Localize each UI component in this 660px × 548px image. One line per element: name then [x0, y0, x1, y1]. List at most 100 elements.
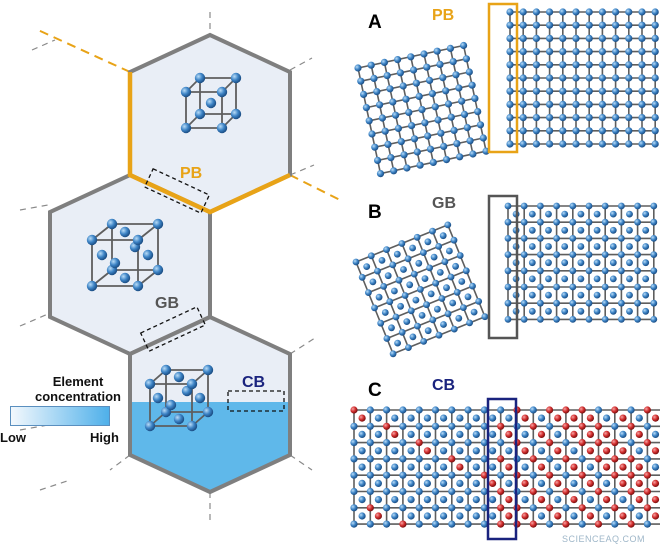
matrix-atom	[642, 226, 650, 234]
matrix-atom	[431, 103, 439, 111]
matrix-atom	[476, 121, 485, 129]
matrix-atom	[428, 90, 436, 98]
matrix-atom	[397, 302, 404, 310]
solute-atom	[399, 520, 407, 528]
matrix-atom	[625, 87, 633, 95]
matrix-atom	[545, 275, 552, 283]
matrix-atom	[638, 87, 646, 95]
matrix-atom	[519, 34, 527, 43]
solute-atom	[619, 463, 627, 471]
matrix-atom	[598, 48, 607, 56]
matrix-atom	[383, 455, 391, 463]
matrix-atom	[472, 430, 480, 438]
matrix-atom	[634, 218, 641, 226]
matrix-atom	[585, 251, 593, 258]
matrix-atom	[532, 61, 541, 69]
matrix-atom	[638, 21, 646, 29]
matrix-atom	[611, 520, 619, 528]
matrix-atom	[389, 261, 397, 269]
solute-atom	[578, 471, 586, 479]
matrix-atom	[405, 344, 412, 351]
matrix-atom	[152, 392, 164, 404]
matrix-atom	[569, 283, 577, 291]
matrix-atom	[585, 100, 593, 108]
matrix-atom	[423, 301, 430, 309]
matrix-atom	[577, 243, 585, 250]
matrix-atom	[401, 292, 409, 299]
matrix-atom	[415, 406, 423, 414]
matrix-atom	[216, 122, 228, 134]
neighbor-boundaries	[19, 12, 316, 520]
matrix-atom	[537, 283, 544, 291]
matrix-atom	[505, 414, 513, 422]
matrix-atom	[230, 72, 242, 84]
matrix-atom	[625, 21, 633, 29]
matrix-atom	[466, 137, 474, 145]
matrix-atom	[519, 140, 527, 148]
unit-cell-bcc	[180, 72, 242, 134]
solute-atom	[619, 414, 627, 422]
matrix-atom	[618, 316, 625, 323]
matrix-atom	[585, 61, 593, 69]
matrix-atom	[399, 439, 407, 447]
panel-b-boundary-box	[487, 194, 519, 340]
matrix-atom	[506, 127, 514, 135]
matrix-atom	[383, 406, 391, 414]
matrix-atom	[366, 422, 374, 430]
matrix-atom	[634, 267, 641, 275]
matrix-atom	[519, 87, 527, 95]
solute-atom	[586, 447, 595, 455]
matrix-atom	[480, 520, 488, 528]
matrix-atom	[612, 74, 620, 82]
matrix-atom	[519, 8, 527, 16]
matrix-atom	[651, 100, 659, 108]
matrix-atom	[391, 447, 399, 455]
solute-atom	[546, 439, 554, 447]
matrix-atom	[456, 447, 464, 455]
matrix-atom	[625, 114, 633, 122]
matrix-atom	[412, 296, 420, 304]
matrix-atom	[572, 8, 580, 16]
matrix-atom	[642, 210, 650, 218]
matrix-atom	[384, 140, 392, 148]
matrix-atom	[165, 399, 177, 411]
matrix-atom	[562, 471, 570, 479]
matrix-atom	[585, 283, 593, 291]
matrix-atom	[601, 251, 609, 258]
matrix-atom	[585, 235, 593, 242]
matrix-atom	[625, 48, 633, 56]
matrix-atom	[404, 255, 412, 263]
matrix-atom	[394, 56, 402, 64]
matrix-atom	[96, 249, 108, 261]
solute-atom	[651, 447, 660, 455]
matrix-atom	[449, 299, 457, 307]
matrix-atom	[504, 267, 512, 275]
matrix-atom	[456, 479, 464, 487]
solute-atom	[570, 414, 578, 422]
matrix-atom	[350, 455, 358, 463]
solute-atom	[611, 439, 619, 447]
matrix-atom	[520, 316, 528, 323]
matrix-atom	[202, 406, 214, 418]
matrix-atom	[415, 259, 423, 267]
solute-atom	[391, 430, 399, 438]
matrix-atom	[532, 127, 541, 135]
matrix-atom	[398, 328, 406, 336]
matrix-atom	[472, 479, 480, 487]
solute-atom	[611, 406, 619, 414]
solute-atom	[554, 479, 562, 487]
matrix-atom	[651, 463, 660, 471]
matrix-atom	[643, 455, 652, 463]
matrix-atom	[410, 270, 418, 278]
solute-atom	[383, 422, 391, 430]
matrix-atom	[464, 455, 472, 463]
matrix-atom	[470, 308, 478, 316]
matrix-atom	[472, 496, 480, 504]
matrix-atom	[384, 272, 392, 280]
matrix-atom	[399, 82, 407, 90]
matrix-atom	[528, 210, 536, 218]
matrix-atom	[562, 504, 570, 512]
matrix-atom	[618, 267, 625, 275]
matrix-atom	[366, 406, 374, 414]
